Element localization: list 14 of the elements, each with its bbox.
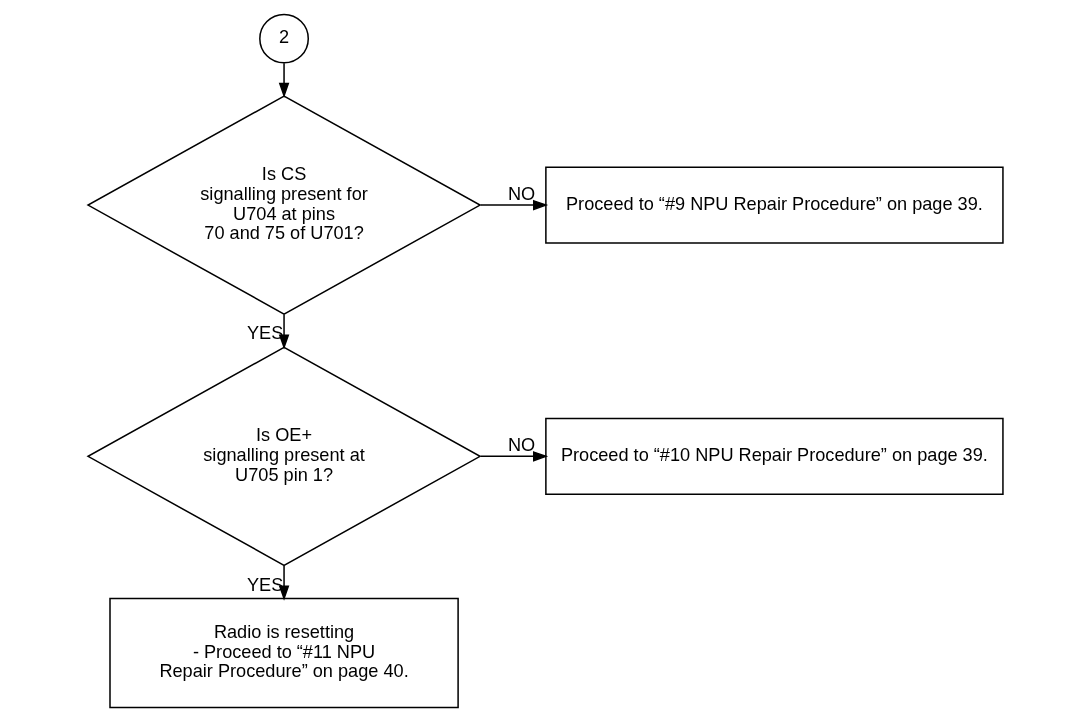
- edge-label: YES: [246, 574, 284, 595]
- arrow: [278, 313, 290, 350]
- node-diamond: Is CS signalling present for U704 at pins 70 and 75 of U701?: [86, 95, 482, 315]
- node-box: Radio is resetting - Proceed to “#11 NPU Repair Procedure” on page 40.: [109, 597, 459, 709]
- arrow: [278, 62, 290, 98]
- arrow: [479, 199, 549, 211]
- node-circle: 2: [259, 13, 309, 64]
- edge-label: NO: [507, 183, 536, 204]
- node-box: Proceed to “#10 NPU Repair Procedure” on page 39.: [545, 417, 1004, 495]
- node-box: Proceed to “#9 NPU Repair Procedure” on page 39.: [545, 166, 1004, 244]
- node-diamond: Is OE+ signalling present at U705 pin 1?: [86, 346, 482, 567]
- edge-label: YES: [246, 323, 284, 344]
- edge-label: NO: [507, 435, 536, 456]
- arrow: [479, 451, 549, 462]
